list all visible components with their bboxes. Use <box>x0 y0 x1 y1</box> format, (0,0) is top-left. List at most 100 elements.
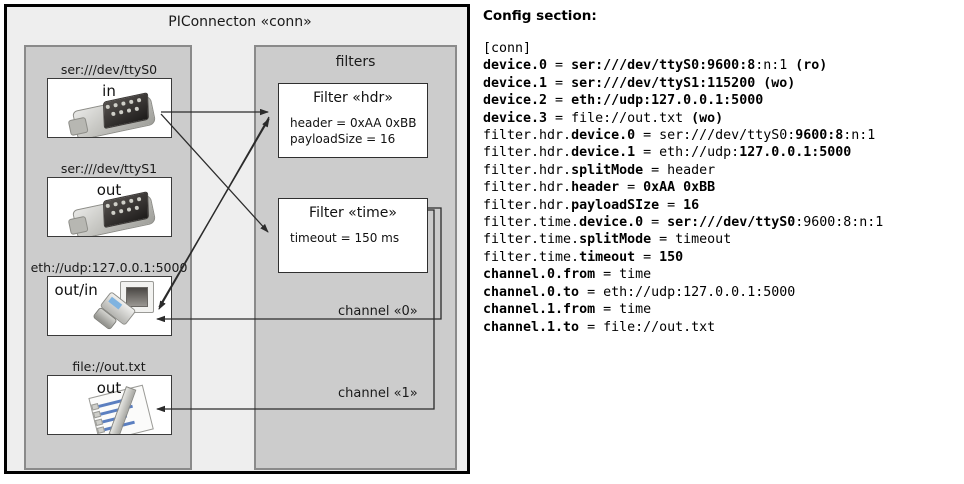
config-segment: = <box>659 197 684 213</box>
config-line: device.2 = eth://udp:127.0.0.1:5000 <box>483 92 883 109</box>
config-segment: = eth://udp:127.0.0.1:5000 <box>579 284 796 300</box>
config-segment: = timeout <box>651 232 732 248</box>
device-box[interactable]: out <box>46 177 172 237</box>
devices-panel: ser:///dev/ttyS0 in ser:///dev/ttyS1 out <box>24 45 192 470</box>
config-segment: device.1 <box>483 75 548 91</box>
channel-label-0: channel «0» <box>338 304 418 319</box>
config-segment: (wo) <box>691 110 724 126</box>
device-direction-label: out <box>96 379 122 397</box>
config-segment: :n:1 <box>755 58 796 74</box>
config-segment: = <box>643 215 668 231</box>
config-segment: device.3 <box>483 110 548 126</box>
config-segment: ser:///dev/ttyS0 <box>667 215 796 231</box>
device-box[interactable]: in <box>46 78 172 138</box>
filter-title: Filter «hdr» <box>313 90 393 106</box>
config-segment: 127.0.0.1:5000 <box>739 145 852 161</box>
device-card-file[interactable]: file://out.txt out <box>36 358 182 435</box>
config-heading: Config section: <box>483 8 597 24</box>
filters-panel-title: filters <box>335 54 376 70</box>
device-caption: eth://udp:127.0.0.1:5000 <box>30 260 188 275</box>
config-segment: filter.time. <box>483 249 580 265</box>
device-card-ttys0[interactable]: ser:///dev/ttyS0 in <box>36 61 182 138</box>
config-segment: filter.hdr. <box>483 180 572 196</box>
config-segment: = <box>547 58 572 74</box>
config-segment: = header <box>643 162 716 178</box>
config-line: filter.hdr.splitMode = header <box>483 162 883 179</box>
config-line: filter.hdr.header = 0xAA 0xBB <box>483 179 883 196</box>
config-segment: from <box>563 267 596 283</box>
config-segment: splitMode <box>579 232 652 248</box>
config-segment: filter.hdr. <box>483 162 572 178</box>
filter-property: header = 0xAA 0xBB <box>290 116 417 130</box>
config-segment: filter.time. <box>483 232 580 248</box>
config-segment: filter.time. <box>483 215 580 231</box>
config-segment: channel.1.to <box>483 319 580 335</box>
config-line: device.3 = file://out.txt (wo) <box>483 110 883 127</box>
config-segment: channel.0. <box>483 267 564 283</box>
config-text-block: [conn] device.0 = ser:///dev/ttyS0:9600:8… <box>483 40 883 336</box>
config-segment: (ro) <box>795 58 828 74</box>
config-line: channel.1.to = file://out.txt <box>483 319 883 336</box>
device-direction-label: out <box>96 181 122 199</box>
config-segment: = <box>547 93 572 109</box>
filter-property: timeout = 150 ms <box>290 231 400 245</box>
device-caption: ser:///dev/ttyS1 <box>60 161 158 176</box>
filter-properties: timeout = 150 ms <box>290 230 399 246</box>
config-segment: device.0 <box>571 128 636 144</box>
config-segment: [conn] <box>483 41 532 56</box>
device-box[interactable]: out <box>46 375 172 435</box>
filter-card-time[interactable]: Filter «time» timeout = 150 ms <box>278 198 428 273</box>
config-line: filter.time.timeout = 150 <box>483 249 883 266</box>
filter-card-hdr[interactable]: Filter «hdr» header = 0xAA 0xBB payloadS… <box>278 83 428 158</box>
config-segment: device.0 <box>483 58 548 74</box>
config-segment: = ser:///dev/ttyS0: <box>635 128 796 144</box>
config-segment: header <box>571 180 620 196</box>
config-segment: = <box>547 75 572 91</box>
config-segment: 150 <box>659 249 684 265</box>
filters-panel: filters Filter «hdr» header = 0xAA 0xBB … <box>254 45 457 470</box>
config-segment: :n:1 <box>843 128 876 144</box>
diagram-title: PIConnecton «conn» <box>168 14 312 30</box>
config-line: device.1 = ser:///dev/ttyS1:115200 (wo) <box>483 75 883 92</box>
config-segment: timeout <box>579 249 636 265</box>
config-segment: = time <box>595 302 652 318</box>
channel-label-1: channel «1» <box>338 386 418 401</box>
device-card-ttys1[interactable]: ser:///dev/ttyS1 out <box>36 160 182 237</box>
config-segment: filter.hdr. <box>483 128 572 144</box>
config-line: filter.hdr.device.1 = eth://udp:127.0.0.… <box>483 144 883 161</box>
device-card-eth[interactable]: eth://udp:127.0.0.1:5000 out/in <box>26 259 192 336</box>
device-direction-label: out/in <box>54 281 98 299</box>
config-segment: device.1 <box>571 145 636 161</box>
config-segment: payloadSIze <box>571 197 660 213</box>
config-line: filter.time.splitMode = timeout <box>483 231 883 248</box>
config-segment: device.2 <box>483 93 548 109</box>
config-segment: device.0 <box>579 215 644 231</box>
ethernet-plug-icon <box>91 281 168 335</box>
config-line: filter.hdr.payloadSIze = 16 <box>483 197 883 214</box>
config-segment: = <box>619 180 644 196</box>
device-caption: file://out.txt <box>72 359 146 374</box>
config-segment: :9600:8:n:1 <box>795 215 884 231</box>
device-box[interactable]: out/in <box>46 276 172 336</box>
config-segment: filter.hdr. <box>483 197 572 213</box>
config-segment: ser:///dev/ttyS0:9600:8 <box>571 58 756 74</box>
config-segment: = file://out.txt <box>547 110 692 126</box>
config-line: [conn] <box>483 40 883 57</box>
config-segment: = file://out.txt <box>579 319 716 335</box>
config-line: filter.time.device.0 = ser:///dev/ttyS0:… <box>483 214 883 231</box>
device-caption: ser:///dev/ttyS0 <box>60 62 158 77</box>
architecture-diagram: PIConnecton «conn» ser:///dev/ttyS0 in <box>4 4 470 474</box>
config-segment: 0xAA 0xBB <box>643 180 716 196</box>
config-line: filter.hdr.device.0 = ser:///dev/ttyS0:9… <box>483 127 883 144</box>
config-segment: = eth://udp: <box>635 145 740 161</box>
config-segment: channel.1.from <box>483 302 596 318</box>
config-segment: eth://udp:127.0.0.1:5000 <box>571 93 764 109</box>
config-segment: splitMode <box>571 162 644 178</box>
config-segment: (wo) <box>763 75 796 91</box>
config-segment: 9600:8 <box>795 128 844 144</box>
config-line: channel.0.to = eth://udp:127.0.0.1:5000 <box>483 284 883 301</box>
filter-property: payloadSize = 16 <box>290 132 396 146</box>
config-segment: ser:///dev/ttyS1:115200 <box>571 75 756 91</box>
config-pane: Config section: [conn] device.0 = ser:///… <box>480 0 964 484</box>
config-segment: = <box>635 249 660 265</box>
